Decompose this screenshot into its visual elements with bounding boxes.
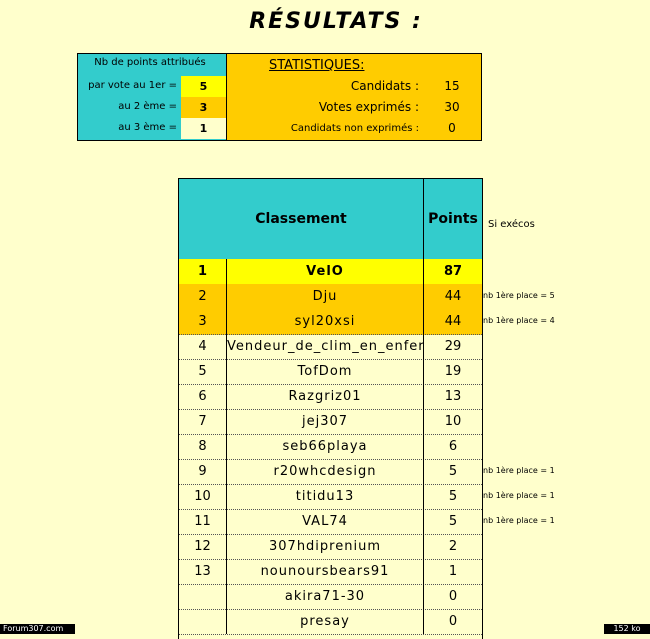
page-title: RÉSULTATS :	[249, 9, 423, 34]
rank-cell	[179, 584, 227, 609]
table-row[interactable]: presay 0	[179, 609, 482, 635]
points-cell: 29	[444, 339, 462, 354]
rank-cell: 7	[179, 409, 227, 434]
table-row[interactable]: 2 Dju 44	[179, 284, 482, 310]
tiebreak-note: nb 1ère place = 5	[483, 291, 555, 300]
points-cell: 44	[444, 314, 462, 329]
table-row[interactable]: 6 Razgriz01 13	[179, 384, 482, 410]
rank-cell: 13	[179, 559, 227, 584]
stat-label-votes: Votes exprimés :	[318, 100, 419, 114]
tiebreak-note: nb 1ère place = 1	[483, 491, 555, 500]
points-value-second[interactable]: 3	[181, 97, 226, 118]
points-cell: 2	[448, 539, 458, 554]
table-row[interactable]: akira71-30 0	[179, 584, 482, 610]
points-cell: 19	[444, 364, 462, 379]
points-cell: 44	[444, 289, 462, 304]
name-cell: syl20xsi	[227, 309, 424, 334]
points-value-third[interactable]: 1	[181, 118, 226, 139]
stat-value-candidates: 15	[444, 79, 460, 93]
stat-value-votes: 30	[444, 100, 460, 114]
points-header: Nb de points attribués	[94, 57, 206, 68]
table-row[interactable]: 10 titidu13 5	[179, 484, 482, 510]
rank-cell: 9	[179, 459, 227, 484]
name-cell: jej307	[227, 409, 424, 434]
table-row[interactable]: 5 TofDom 19	[179, 359, 482, 385]
stat-label-candidates: Candidats :	[350, 79, 419, 93]
table-row[interactable]: 12 307hdiprenium 2	[179, 534, 482, 560]
points-cell: 0	[448, 589, 458, 604]
table-row[interactable]: 8 seb66playa 6	[179, 434, 482, 460]
points-label-second: au 2 ème =	[118, 101, 177, 112]
tiebreak-header: Si exécos	[488, 219, 535, 230]
points-cell: 6	[448, 439, 458, 454]
stat-value-unexpressed: 0	[448, 121, 456, 135]
name-cell: 307hdiprenium	[227, 534, 424, 559]
points-row-second: au 2 ème = 3	[78, 97, 226, 118]
points-value-first[interactable]: 5	[181, 76, 226, 97]
rank-cell: 3	[179, 309, 227, 334]
rank-cell: 1	[179, 259, 227, 284]
table-row[interactable]: 4 Vendeur_de_clim_en_enfer 29	[179, 334, 482, 360]
rank-cell: 12	[179, 534, 227, 559]
points-cell: 5	[448, 489, 458, 504]
rank-cell: 5	[179, 359, 227, 384]
tiebreak-note: nb 1ère place = 1	[483, 466, 555, 475]
points-row-third: au 3 ème = 1	[78, 118, 226, 139]
file-size-badge: 152 ko	[604, 624, 650, 634]
tiebreak-note: nb 1ère place = 1	[483, 516, 555, 525]
rank-cell: 10	[179, 484, 227, 509]
table-row[interactable]: 1 VelO 87	[179, 259, 482, 285]
statistics-header: STATISTIQUES:	[269, 58, 365, 73]
column-header-points: Points	[428, 211, 478, 227]
points-label-third: au 3 ème =	[118, 122, 177, 133]
table-row[interactable]: 13 nounoursbears91 1	[179, 559, 482, 585]
rank-cell: 6	[179, 384, 227, 409]
rank-cell: 8	[179, 434, 227, 459]
points-cell: 13	[444, 389, 462, 404]
points-cell: 10	[444, 414, 462, 429]
rank-cell: 2	[179, 284, 227, 309]
points-cell: 1	[448, 564, 458, 579]
points-row-first: par vote au 1er = 5	[78, 76, 226, 97]
stat-label-unexpressed: Candidats non exprimés :	[290, 123, 419, 134]
column-header-ranking: Classement	[179, 179, 424, 259]
name-cell: TofDom	[227, 359, 424, 384]
name-cell: VAL74	[227, 509, 424, 534]
stat-row-unexpressed: Candidats non exprimés : 0	[227, 118, 481, 138]
name-cell: seb66playa	[227, 434, 424, 459]
name-cell: Vendeur_de_clim_en_enfer	[227, 334, 424, 359]
results-table: Classement Points 1 VelO 87 2 Dju 44 3 s…	[178, 178, 483, 639]
stat-row-votes: Votes exprimés : 30	[227, 97, 481, 117]
rank-cell: 4	[179, 334, 227, 359]
table-row[interactable]: 3 syl20xsi 44	[179, 309, 482, 335]
table-row[interactable]: 9 r20whcdesign 5	[179, 459, 482, 485]
points-cell: 87	[443, 264, 463, 279]
table-row[interactable]: 7 jej307 10	[179, 409, 482, 435]
points-attributed-panel: Nb de points attribués par vote au 1er =…	[77, 53, 227, 141]
name-cell: akira71-30	[227, 584, 424, 609]
tiebreak-note: nb 1ère place = 4	[483, 316, 555, 325]
name-cell: VelO	[227, 259, 424, 284]
site-watermark: Forum307.com	[0, 624, 75, 634]
stat-row-candidates: Candidats : 15	[227, 76, 481, 96]
name-cell: r20whcdesign	[227, 459, 424, 484]
rank-cell: 11	[179, 509, 227, 534]
name-cell: nounoursbears91	[227, 559, 424, 584]
name-cell: presay	[227, 609, 424, 634]
points-label-first: par vote au 1er =	[88, 80, 177, 91]
points-cell: 5	[448, 514, 458, 529]
name-cell: Dju	[227, 284, 424, 309]
results-table-header: Classement Points	[179, 179, 482, 260]
name-cell: Razgriz01	[227, 384, 424, 409]
table-row[interactable]: 11 VAL74 5	[179, 509, 482, 535]
statistics-panel: STATISTIQUES: Candidats : 15 Votes expri…	[226, 53, 482, 141]
name-cell: titidu13	[227, 484, 424, 509]
points-cell: 5	[448, 464, 458, 479]
rank-cell	[179, 609, 227, 634]
points-cell: 0	[448, 614, 458, 629]
